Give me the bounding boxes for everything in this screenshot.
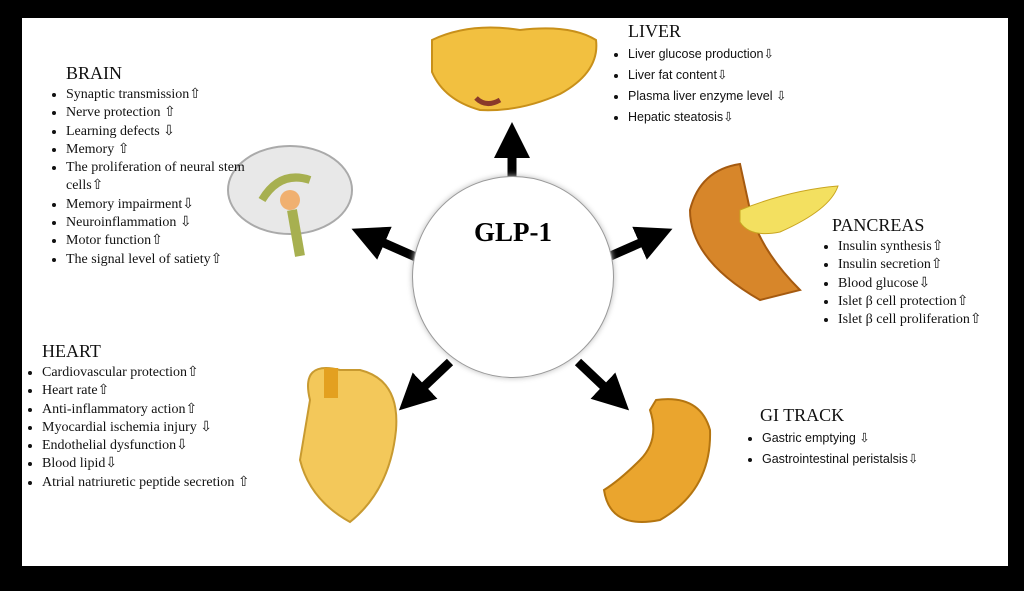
brain-effect-item: Learning defects ⇩: [66, 123, 280, 141]
pancreas-effect-item: Insulin synthesis⇧: [838, 238, 1022, 256]
brain-effect-item: Memory impairment⇩: [66, 196, 280, 214]
pancreas-effect-item: Islet β cell proliferation⇧: [838, 311, 1022, 329]
liver-effect-item: Hepatic steatosis⇩: [628, 107, 862, 128]
brain-effect-item: Memory ⇧: [66, 141, 280, 159]
pancreas-section: PANCREAS Insulin synthesis⇧Insulin secre…: [812, 214, 1022, 329]
pancreas-effect-item: Insulin secretion⇧: [838, 256, 1022, 274]
pancreas-effect-item: Blood glucose⇩: [838, 275, 1022, 293]
heart-effect-item: Endothelial dysfunction⇩: [42, 437, 296, 455]
liver-section: LIVER Liver glucose production⇩Liver fat…: [602, 20, 862, 128]
brain-illustration: [227, 145, 353, 257]
liver-effect-item: Plasma liver enzyme level ⇩: [628, 86, 862, 107]
gi-title: GI TRACK: [760, 405, 845, 425]
gi-effect-item: Gastrointestinal peristalsis⇩: [762, 449, 976, 470]
arrow-to-heart: [398, 358, 454, 411]
heart-effect-item: Atrial natriuretic peptide secretion ⇧: [42, 474, 296, 492]
arrow-to-pancreas: [604, 226, 673, 263]
brain-effects-list: Synaptic transmission⇧Nerve protection ⇧…: [40, 86, 280, 269]
liver-effects-list: Liver glucose production⇩Liver fat conte…: [602, 44, 862, 128]
pancreas-effect-item: Islet β cell protection⇧: [838, 293, 1022, 311]
liver-effect-item: Liver fat content⇩: [628, 65, 862, 86]
heart-effects-list: Cardiovascular protection⇧Heart rate⇧Ant…: [16, 364, 296, 492]
heart-effect-item: Myocardial ischemia injury ⇩: [42, 419, 296, 437]
liver-title: LIVER: [628, 21, 681, 41]
brain-section: BRAIN Synaptic transmission⇧Nerve protec…: [40, 62, 280, 269]
brain-effect-item: The proliferation of neural stem cells⇧: [66, 159, 280, 196]
gi-effects-list: Gastric emptying ⇩Gastrointestinal peris…: [736, 428, 976, 470]
brain-effect-item: Motor function⇧: [66, 232, 280, 250]
arrow-to-brain: [351, 226, 420, 263]
heart-effect-item: Blood lipid⇩: [42, 455, 296, 473]
liver-illustration: [431, 26, 598, 112]
heart-effect-item: Anti-inflammatory action⇧: [42, 401, 296, 419]
stomach-illustration: [602, 398, 712, 523]
brain-effect-item: Synaptic transmission⇧: [66, 86, 280, 104]
pancreas-title: PANCREAS: [832, 215, 925, 235]
glp1-center-circle: GLP-1: [412, 176, 614, 378]
brain-effect-item: Neuroinflammation ⇩: [66, 214, 280, 232]
pancreas-illustration: [688, 162, 839, 302]
heart-title: HEART: [42, 341, 101, 361]
pancreas-effects-list: Insulin synthesis⇧Insulin secretion⇧Bloo…: [812, 238, 1022, 329]
liver-effect-item: Liver glucose production⇩: [628, 44, 862, 65]
heart-effect-item: Cardiovascular protection⇧: [42, 364, 296, 382]
gi-section: GI TRACK Gastric emptying ⇩Gastrointesti…: [736, 404, 976, 470]
brain-effect-item: The signal level of satiety⇧: [66, 251, 280, 269]
arrow-to-gi: [574, 358, 630, 411]
gi-effect-item: Gastric emptying ⇩: [762, 428, 976, 449]
heart-effect-item: Heart rate⇧: [42, 382, 296, 400]
heart-illustration: [298, 367, 398, 524]
heart-section: HEART Cardiovascular protection⇧Heart ra…: [16, 340, 296, 492]
brain-effect-item: Nerve protection ⇧: [66, 104, 280, 122]
brain-title: BRAIN: [66, 63, 123, 83]
glp1-label: GLP-1: [474, 217, 552, 247]
